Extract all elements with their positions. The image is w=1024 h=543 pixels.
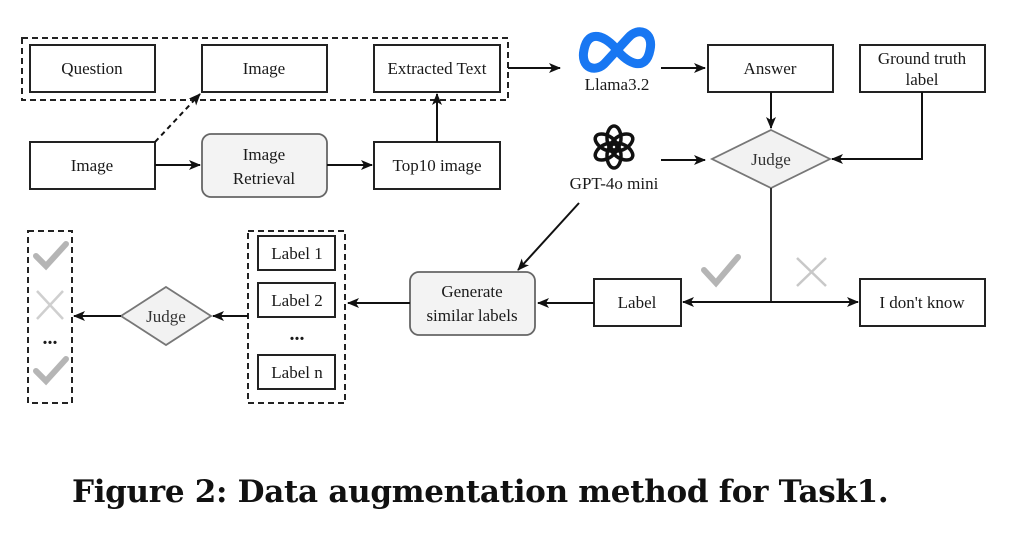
- query-image-label: Image: [71, 156, 113, 175]
- label-item: Label n: [257, 354, 336, 390]
- labels-list: Label 1 Label 2... Label n: [257, 235, 336, 390]
- generate-label-1: Generate: [441, 282, 502, 301]
- label-item: Label 2: [257, 282, 336, 318]
- judge-bottom-label: Judge: [146, 307, 186, 326]
- generate-labels-node: Generate similar labels: [409, 271, 536, 336]
- flow-diagram: Question Image Extracted Text Image Imag…: [21, 27, 986, 404]
- query-image-node: Image: [29, 141, 156, 190]
- arrow-groundtruth-to-judge: [831, 92, 923, 164]
- label-item-text: Label n: [271, 363, 323, 382]
- extracted-text-label: Extracted Text: [387, 59, 486, 78]
- label-label: Label: [618, 293, 657, 312]
- meta-llama-icon: [578, 27, 656, 73]
- gpt-label: GPT-4o mini: [570, 174, 659, 193]
- image-node: Image: [201, 44, 328, 93]
- question-node: Question: [29, 44, 156, 93]
- ground-truth-label-2: label: [905, 70, 938, 89]
- figure-caption: Figure 2: Data augmentation method for T…: [72, 474, 889, 510]
- label-item-text: Label 1: [271, 244, 322, 263]
- ground-truth-label-1: Ground truth: [878, 49, 967, 68]
- image-retrieval-node: Image Retrieval: [201, 133, 328, 198]
- question-label: Question: [61, 59, 123, 78]
- cross-icon: [796, 257, 827, 287]
- judge-node: Judge: [709, 128, 833, 190]
- judge-bottom-node: Judge: [119, 285, 213, 347]
- image-retrieval-label-1: Image: [243, 145, 285, 164]
- top10-image-node: Top10 image: [373, 141, 501, 190]
- result-checkmark-icon: [33, 241, 69, 271]
- arrow-image-dashed: [154, 93, 201, 143]
- results-list: ...: [33, 241, 69, 386]
- result-cross-icon: [36, 290, 64, 320]
- results-ellipsis: ...: [43, 327, 58, 349]
- idk-label: I don't know: [879, 293, 965, 312]
- extracted-text-node: Extracted Text: [373, 44, 501, 93]
- checkmark-icon: [701, 254, 741, 288]
- ground-truth-node: Ground truth label: [859, 44, 986, 93]
- arrow-gpt-to-generate: [517, 202, 580, 271]
- judge-label: Judge: [751, 150, 791, 169]
- labels-ellipsis: ...: [290, 323, 305, 345]
- llama-label: Llama3.2: [585, 75, 650, 94]
- result-checkmark-icon: [33, 356, 69, 386]
- answer-label: Answer: [744, 59, 797, 78]
- label-node: Label: [593, 278, 682, 327]
- generate-label-2: similar labels: [426, 306, 517, 325]
- openai-gpt-icon: [593, 124, 635, 170]
- label-item-text: Label 2: [271, 291, 322, 310]
- results-group-frame: [27, 230, 73, 404]
- idk-node: I don't know: [859, 278, 986, 327]
- image-label: Image: [243, 59, 285, 78]
- meta-logo-path: [578, 27, 656, 73]
- label-item: Label 1: [257, 235, 336, 271]
- image-retrieval-label-2: Retrieval: [233, 169, 296, 188]
- input-group-frame: [21, 37, 509, 101]
- answer-node: Answer: [707, 44, 834, 93]
- top10-image-label: Top10 image: [393, 156, 482, 175]
